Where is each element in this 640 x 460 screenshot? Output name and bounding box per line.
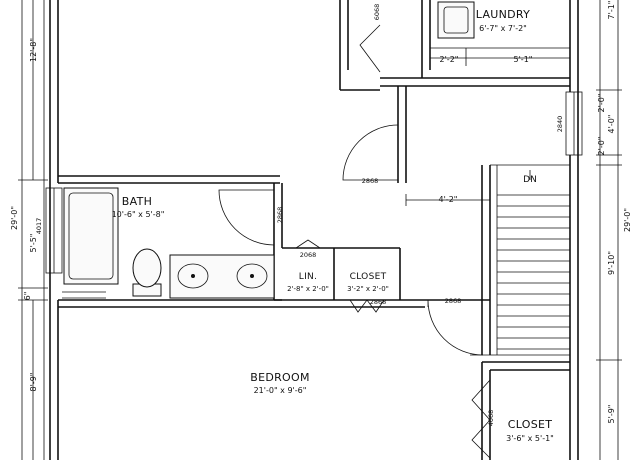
dim-right-a: 2'-0" bbox=[597, 94, 606, 113]
dim-left-small: 6" bbox=[23, 292, 32, 301]
hall-closet-label: CLOSET bbox=[350, 272, 387, 282]
dim-right-bottom: 5'-9" bbox=[607, 405, 616, 424]
closet-bifold-door bbox=[349, 299, 385, 313]
sink-left bbox=[177, 263, 209, 289]
bath-door-code: 2868 bbox=[276, 207, 284, 224]
bedroom-door-code: 2868 bbox=[445, 297, 462, 305]
dim-right-b: 4'-0" bbox=[607, 115, 616, 134]
bedroom-closet-label: CLOSET bbox=[508, 418, 553, 431]
linen-bifold-door bbox=[295, 239, 321, 249]
bedroom-label: BEDROOM bbox=[250, 371, 310, 384]
dim-hall-width: 4'-2" bbox=[439, 195, 458, 204]
stairs-label: DN bbox=[523, 175, 537, 185]
stair-treads bbox=[497, 194, 570, 350]
bath-window-code: 4017 bbox=[35, 218, 43, 235]
upper-room-walls bbox=[58, 0, 349, 184]
left-dimension-strip bbox=[18, 0, 48, 460]
bedroom-closet bbox=[471, 361, 570, 460]
closet-door-code: 2868 bbox=[370, 298, 387, 306]
linen-door-code: 2068 bbox=[300, 251, 317, 259]
toilet-bowl bbox=[132, 248, 162, 288]
dim-laundry-b: 5'-1" bbox=[514, 55, 533, 64]
laundry-bifold-door bbox=[359, 24, 381, 73]
dim-right-total: 29'-0" bbox=[623, 208, 632, 232]
bedroom-closet-size: 3'-6" x 5'-1" bbox=[506, 434, 554, 443]
bedroom-door-swing bbox=[427, 299, 484, 356]
dim-left-bottom: 8'-9" bbox=[29, 373, 38, 392]
east-window-code: 2840 bbox=[556, 116, 564, 133]
right-dimension-strip bbox=[596, 0, 622, 460]
bedroom-closet-door-code: 4068 bbox=[487, 410, 495, 427]
dim-left-total: 29'-0" bbox=[10, 206, 19, 230]
east-window bbox=[565, 91, 583, 156]
dim-left-top: 12'-8" bbox=[29, 38, 38, 62]
exterior-walls bbox=[49, 0, 579, 460]
bath-size: 10'-6" x 5'-8" bbox=[112, 210, 165, 219]
dim-right-top: 7'-1" bbox=[607, 1, 616, 20]
vanity bbox=[169, 254, 275, 299]
bedroom-size: 21'-0" x 9'-6" bbox=[254, 386, 307, 395]
linen-label: LIN. bbox=[299, 272, 317, 282]
bath-door-swing bbox=[218, 189, 275, 246]
bedroom bbox=[282, 299, 490, 356]
linen-closet bbox=[274, 239, 335, 301]
laundry-size: 6'-7" x 7'-2" bbox=[479, 24, 527, 33]
hall-closet bbox=[334, 247, 401, 313]
hall-closet-size: 3'-2" x 2'-0" bbox=[347, 285, 389, 293]
bath-room bbox=[45, 183, 283, 308]
laundry-door-code: 6068 bbox=[373, 4, 381, 21]
sink-right bbox=[236, 263, 268, 289]
laundry-label: LAUNDRY bbox=[476, 8, 530, 21]
bathtub bbox=[63, 187, 119, 285]
dim-left-bath: 5'-5" bbox=[29, 234, 38, 253]
hall-door-swing bbox=[342, 124, 399, 181]
dim-laundry-a: 2'-2" bbox=[440, 55, 459, 64]
bedroom-closet-bifold bbox=[471, 379, 491, 459]
dim-right-stair: 9'-10" bbox=[607, 251, 616, 275]
stairs bbox=[481, 164, 570, 356]
laundry-room bbox=[359, 0, 570, 87]
hall-door-code: 2868 bbox=[362, 177, 379, 185]
bath-label: BATH bbox=[122, 195, 152, 208]
dim-right-c: 2'-0" bbox=[597, 137, 606, 156]
linen-size: 2'-8" x 2'-0" bbox=[287, 285, 329, 293]
hallway bbox=[340, 86, 491, 206]
